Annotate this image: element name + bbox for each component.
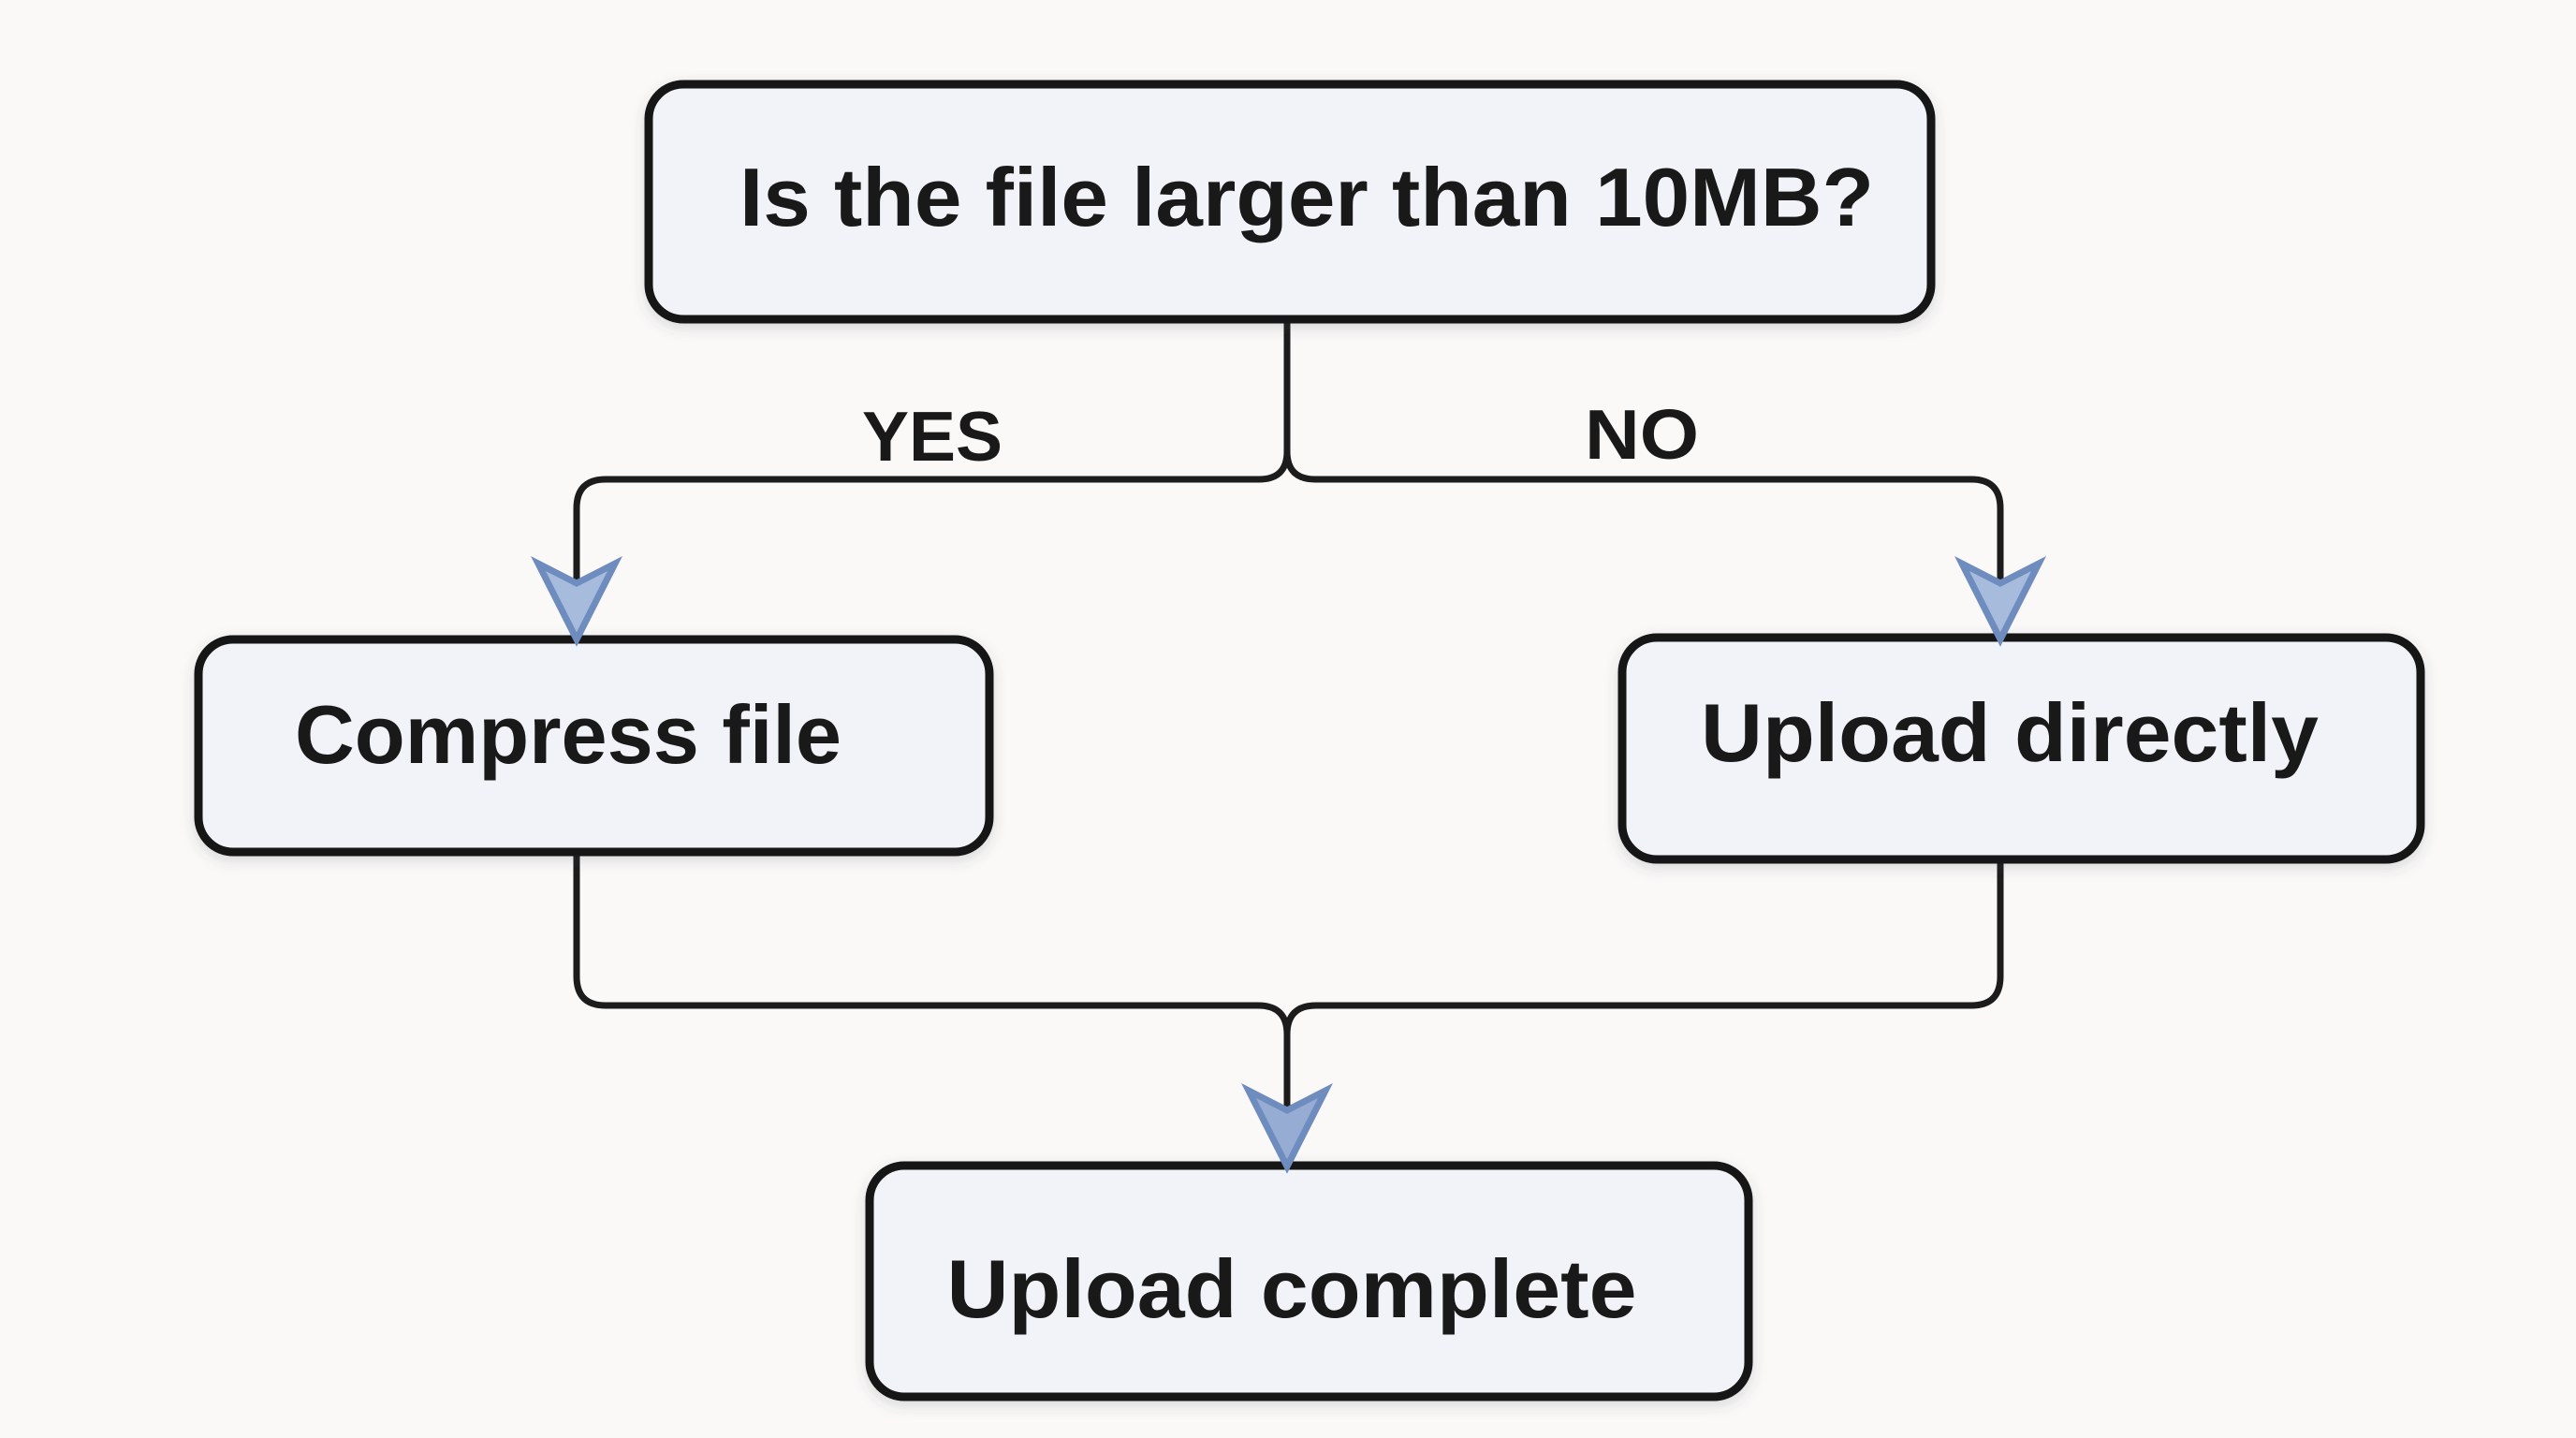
svg-text:Upload complete: Upload complete (947, 1242, 1637, 1335)
svg-text:Upload directly: Upload directly (1701, 686, 2319, 779)
svg-text:YES: YES (862, 397, 1003, 476)
svg-text:Compress file: Compress file (295, 688, 842, 781)
svg-text:NO: NO (1585, 395, 1699, 474)
svg-text:Is the file larger than 10MB?: Is the file larger than 10MB? (739, 151, 1874, 243)
